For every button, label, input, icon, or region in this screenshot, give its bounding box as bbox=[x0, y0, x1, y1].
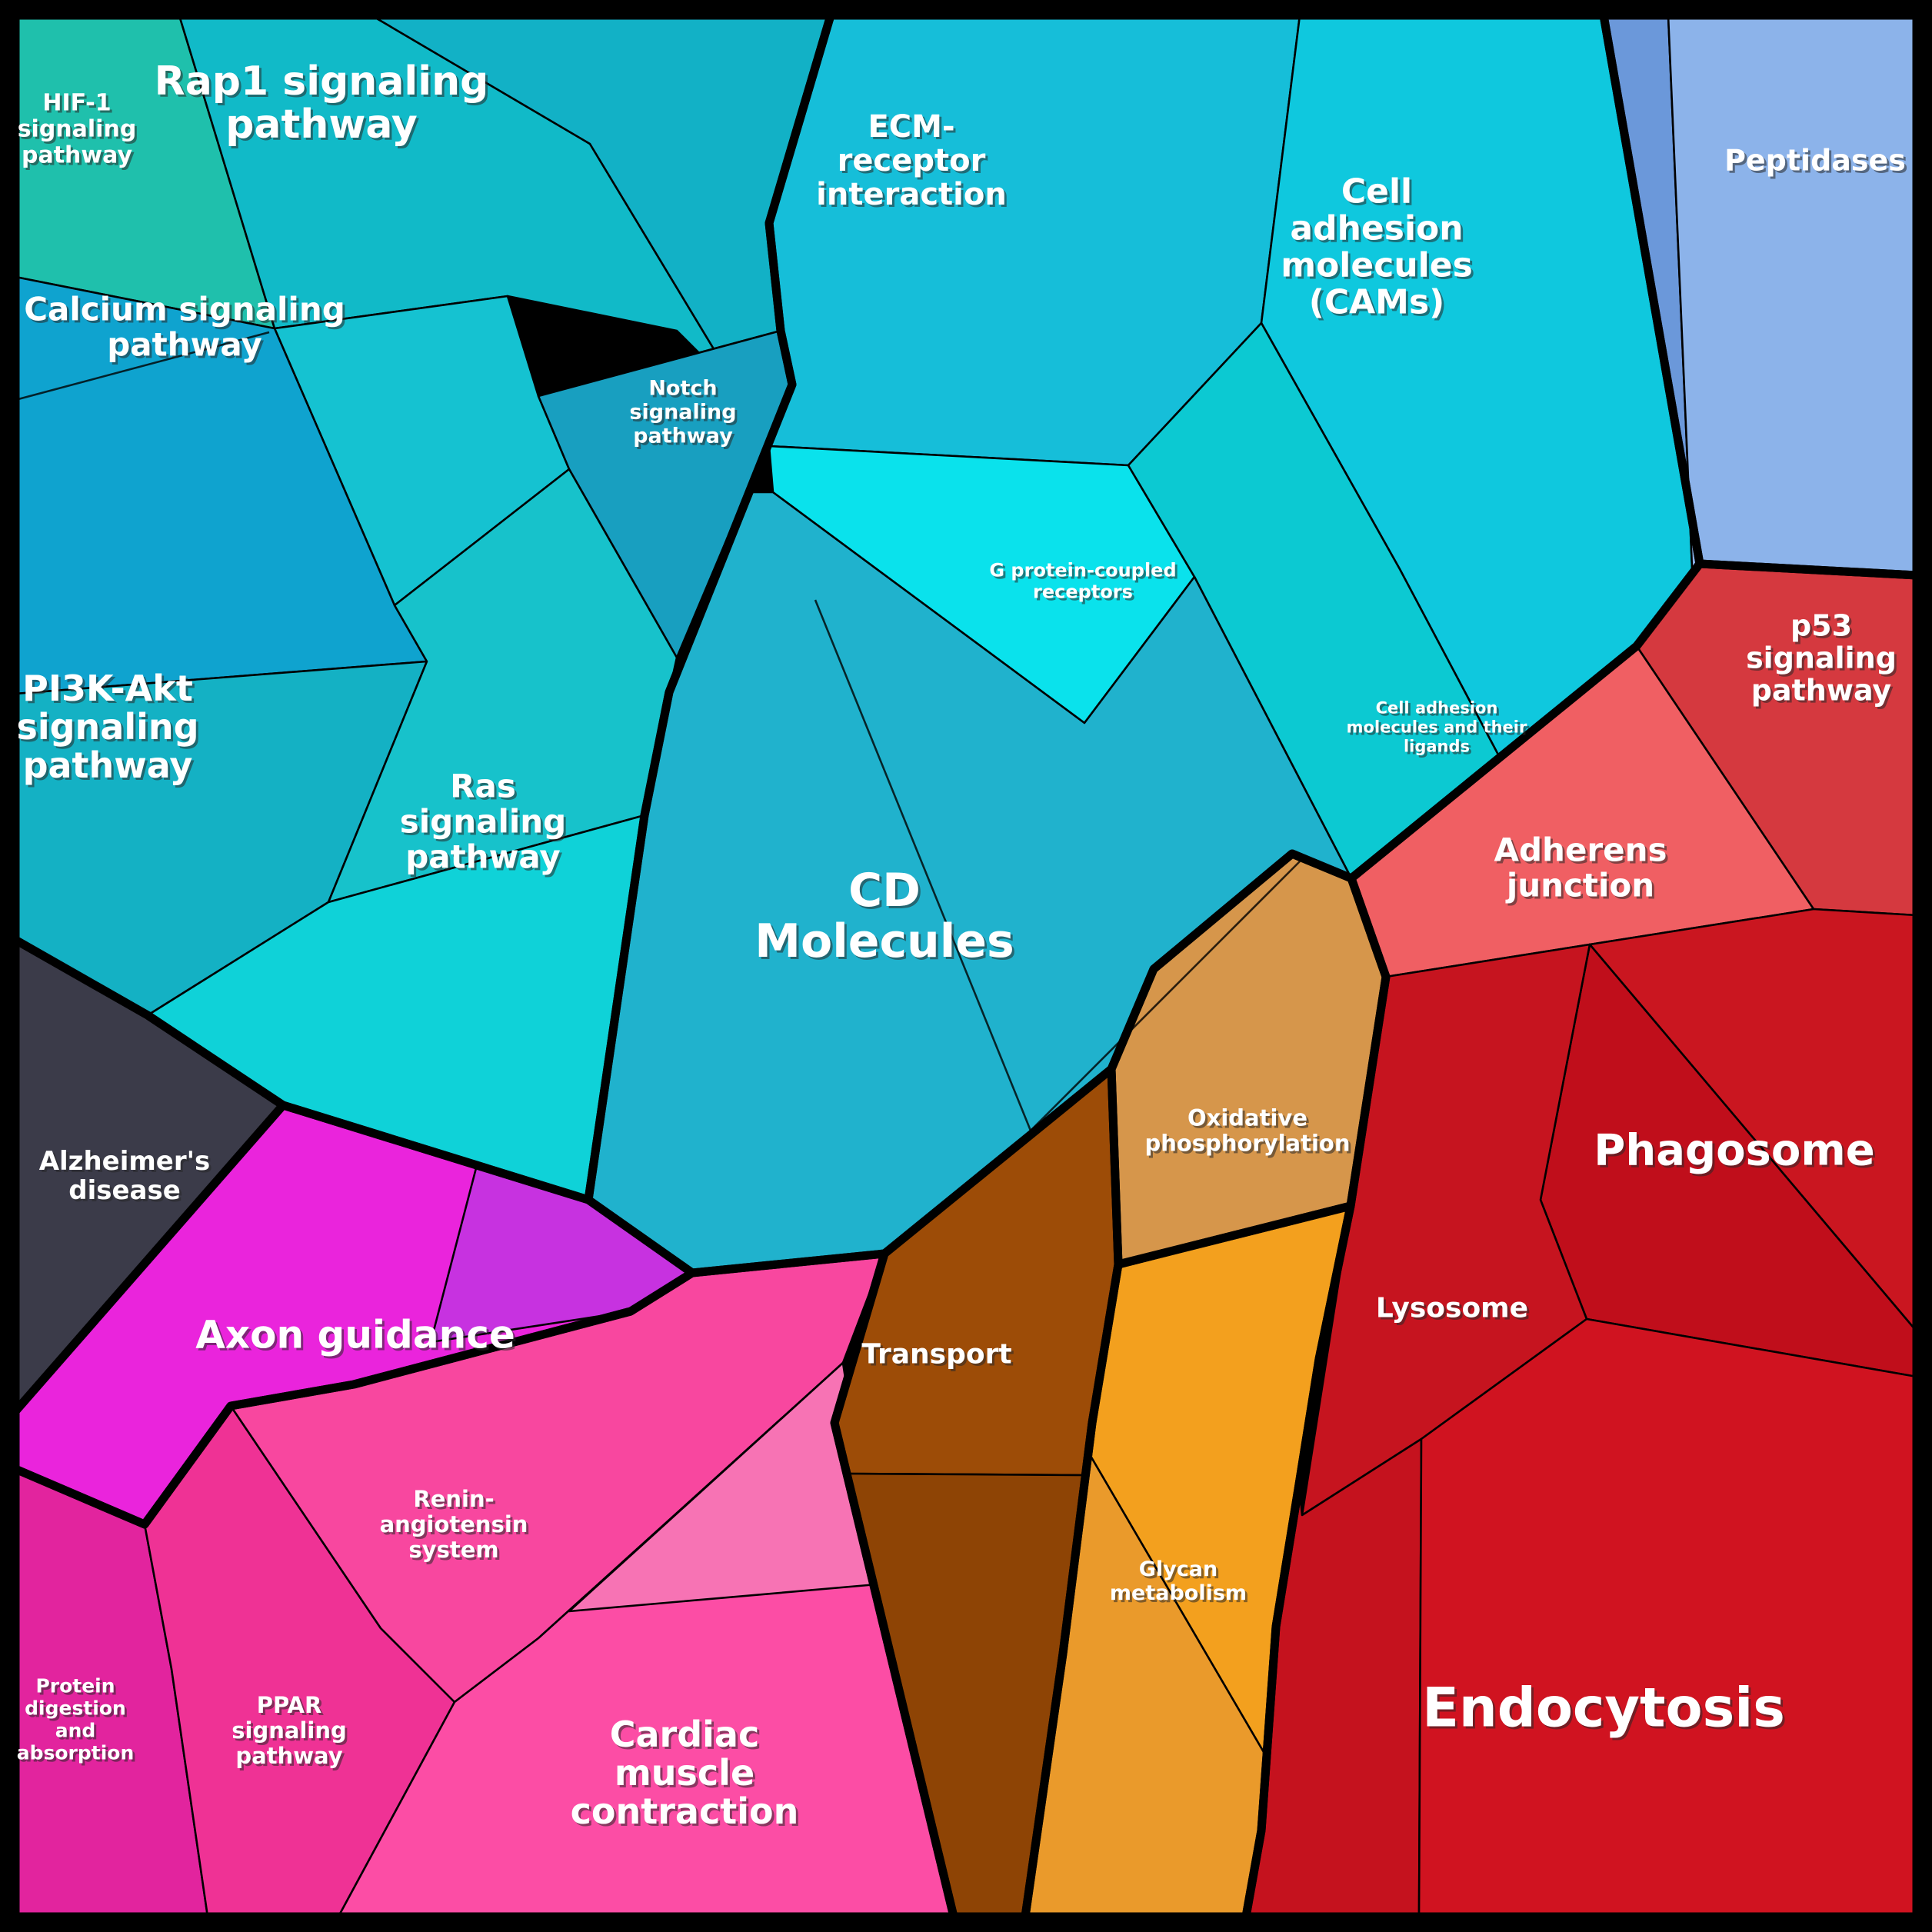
label-lysosome-shadow: Lysosome bbox=[1378, 1295, 1531, 1327]
label-transport-shadow: Transport bbox=[864, 1341, 1014, 1373]
cd-subdivider-1 bbox=[814, 599, 1032, 1131]
label-axon-guidance-shadow: Axon guidance bbox=[198, 1315, 518, 1360]
label-phagosome-shadow: Phagosome bbox=[1596, 1128, 1877, 1178]
label-endocytosis: Endocytosis bbox=[1422, 1677, 1785, 1740]
label-transport: Transport bbox=[861, 1339, 1011, 1371]
label-endocytosis-shadow: Endocytosis bbox=[1424, 1679, 1787, 1742]
cell-peptidases bbox=[1667, 14, 1918, 577]
label-peptidases: Peptidases bbox=[1724, 143, 1906, 177]
border-glycan-group bbox=[1021, 1201, 1355, 1921]
label-lysosome: Lysosome bbox=[1376, 1293, 1528, 1324]
cell-endocytosis bbox=[1417, 1317, 1918, 1918]
calcium-subdivider bbox=[15, 331, 270, 401]
label-phagosome: Phagosome bbox=[1594, 1126, 1874, 1176]
label-axon-guidance: Axon guidance bbox=[195, 1313, 515, 1357]
label-peptidases-shadow: Peptidases bbox=[1727, 145, 1908, 179]
cd-subdivider-2 bbox=[1030, 861, 1301, 1131]
